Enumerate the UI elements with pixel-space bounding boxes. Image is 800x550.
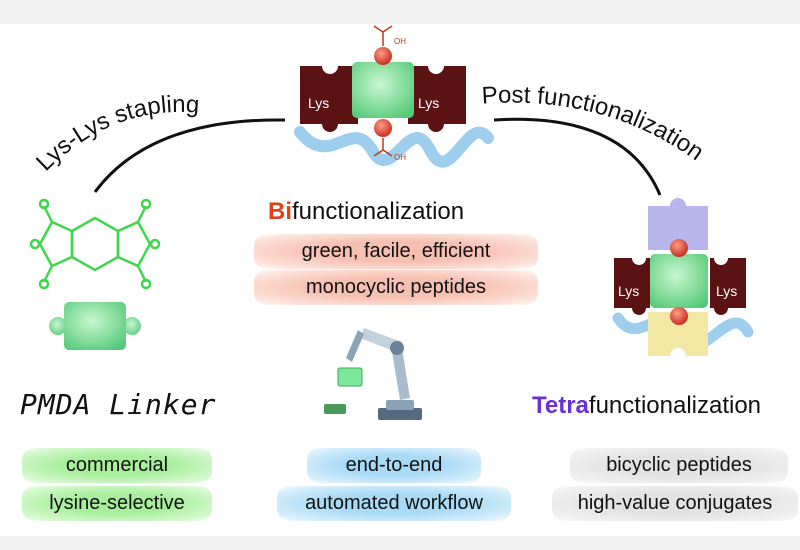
center-pill-end-to-end: end-to-end bbox=[307, 448, 481, 483]
lys-label-right: Lys bbox=[418, 95, 439, 111]
pmda-puzzle-piece bbox=[49, 302, 141, 350]
lys-label-left: Lys bbox=[308, 95, 329, 111]
left-pill-commercial: commercial bbox=[22, 448, 212, 483]
robot-arm-icon bbox=[324, 328, 422, 420]
bi-accent: Bi bbox=[268, 198, 292, 225]
pmda-structure bbox=[29, 198, 161, 290]
lys-label-tetra-left: Lys bbox=[618, 283, 639, 299]
right-pill-conjugates: high-value conjugates bbox=[552, 486, 798, 521]
right-pill-bicyclic: bicyclic peptides bbox=[570, 448, 788, 483]
right-arc-label: Post functionalization bbox=[481, 82, 709, 167]
lys-label-tetra-right: Lys bbox=[716, 283, 737, 299]
tetrafunctionalization-title: Tetrafunctionalization bbox=[532, 392, 761, 420]
tetrafunctional-construct: Lys Lys bbox=[612, 198, 754, 356]
right-connector-arc bbox=[493, 117, 662, 196]
center-feature-pill-1: green, facile, efficient bbox=[254, 234, 538, 269]
cooh-label-bottom: OH bbox=[394, 153, 406, 162]
top-border bbox=[0, 0, 800, 24]
pmda-linker-label: PMDA Linker bbox=[20, 388, 217, 421]
tetra-rest: functionalization bbox=[588, 392, 762, 419]
tetra-accent: Tetra bbox=[532, 392, 589, 419]
left-connector-arc bbox=[93, 118, 286, 193]
left-pill-lysine-selective: lysine-selective bbox=[22, 486, 212, 521]
bifunctional-construct: Lys Lys OH OH bbox=[294, 25, 494, 168]
cooh-label-top: OH bbox=[394, 37, 406, 46]
left-arc-label: Lys-Lys stapling bbox=[31, 91, 200, 176]
center-pill-automated: automated workflow bbox=[277, 486, 511, 521]
bi-rest: functionalization bbox=[292, 198, 465, 225]
center-feature-pill-2: monocyclic peptides bbox=[254, 270, 538, 305]
bifunctionalization-title: Bifunctionalization bbox=[268, 198, 464, 226]
bottom-border bbox=[0, 536, 800, 550]
